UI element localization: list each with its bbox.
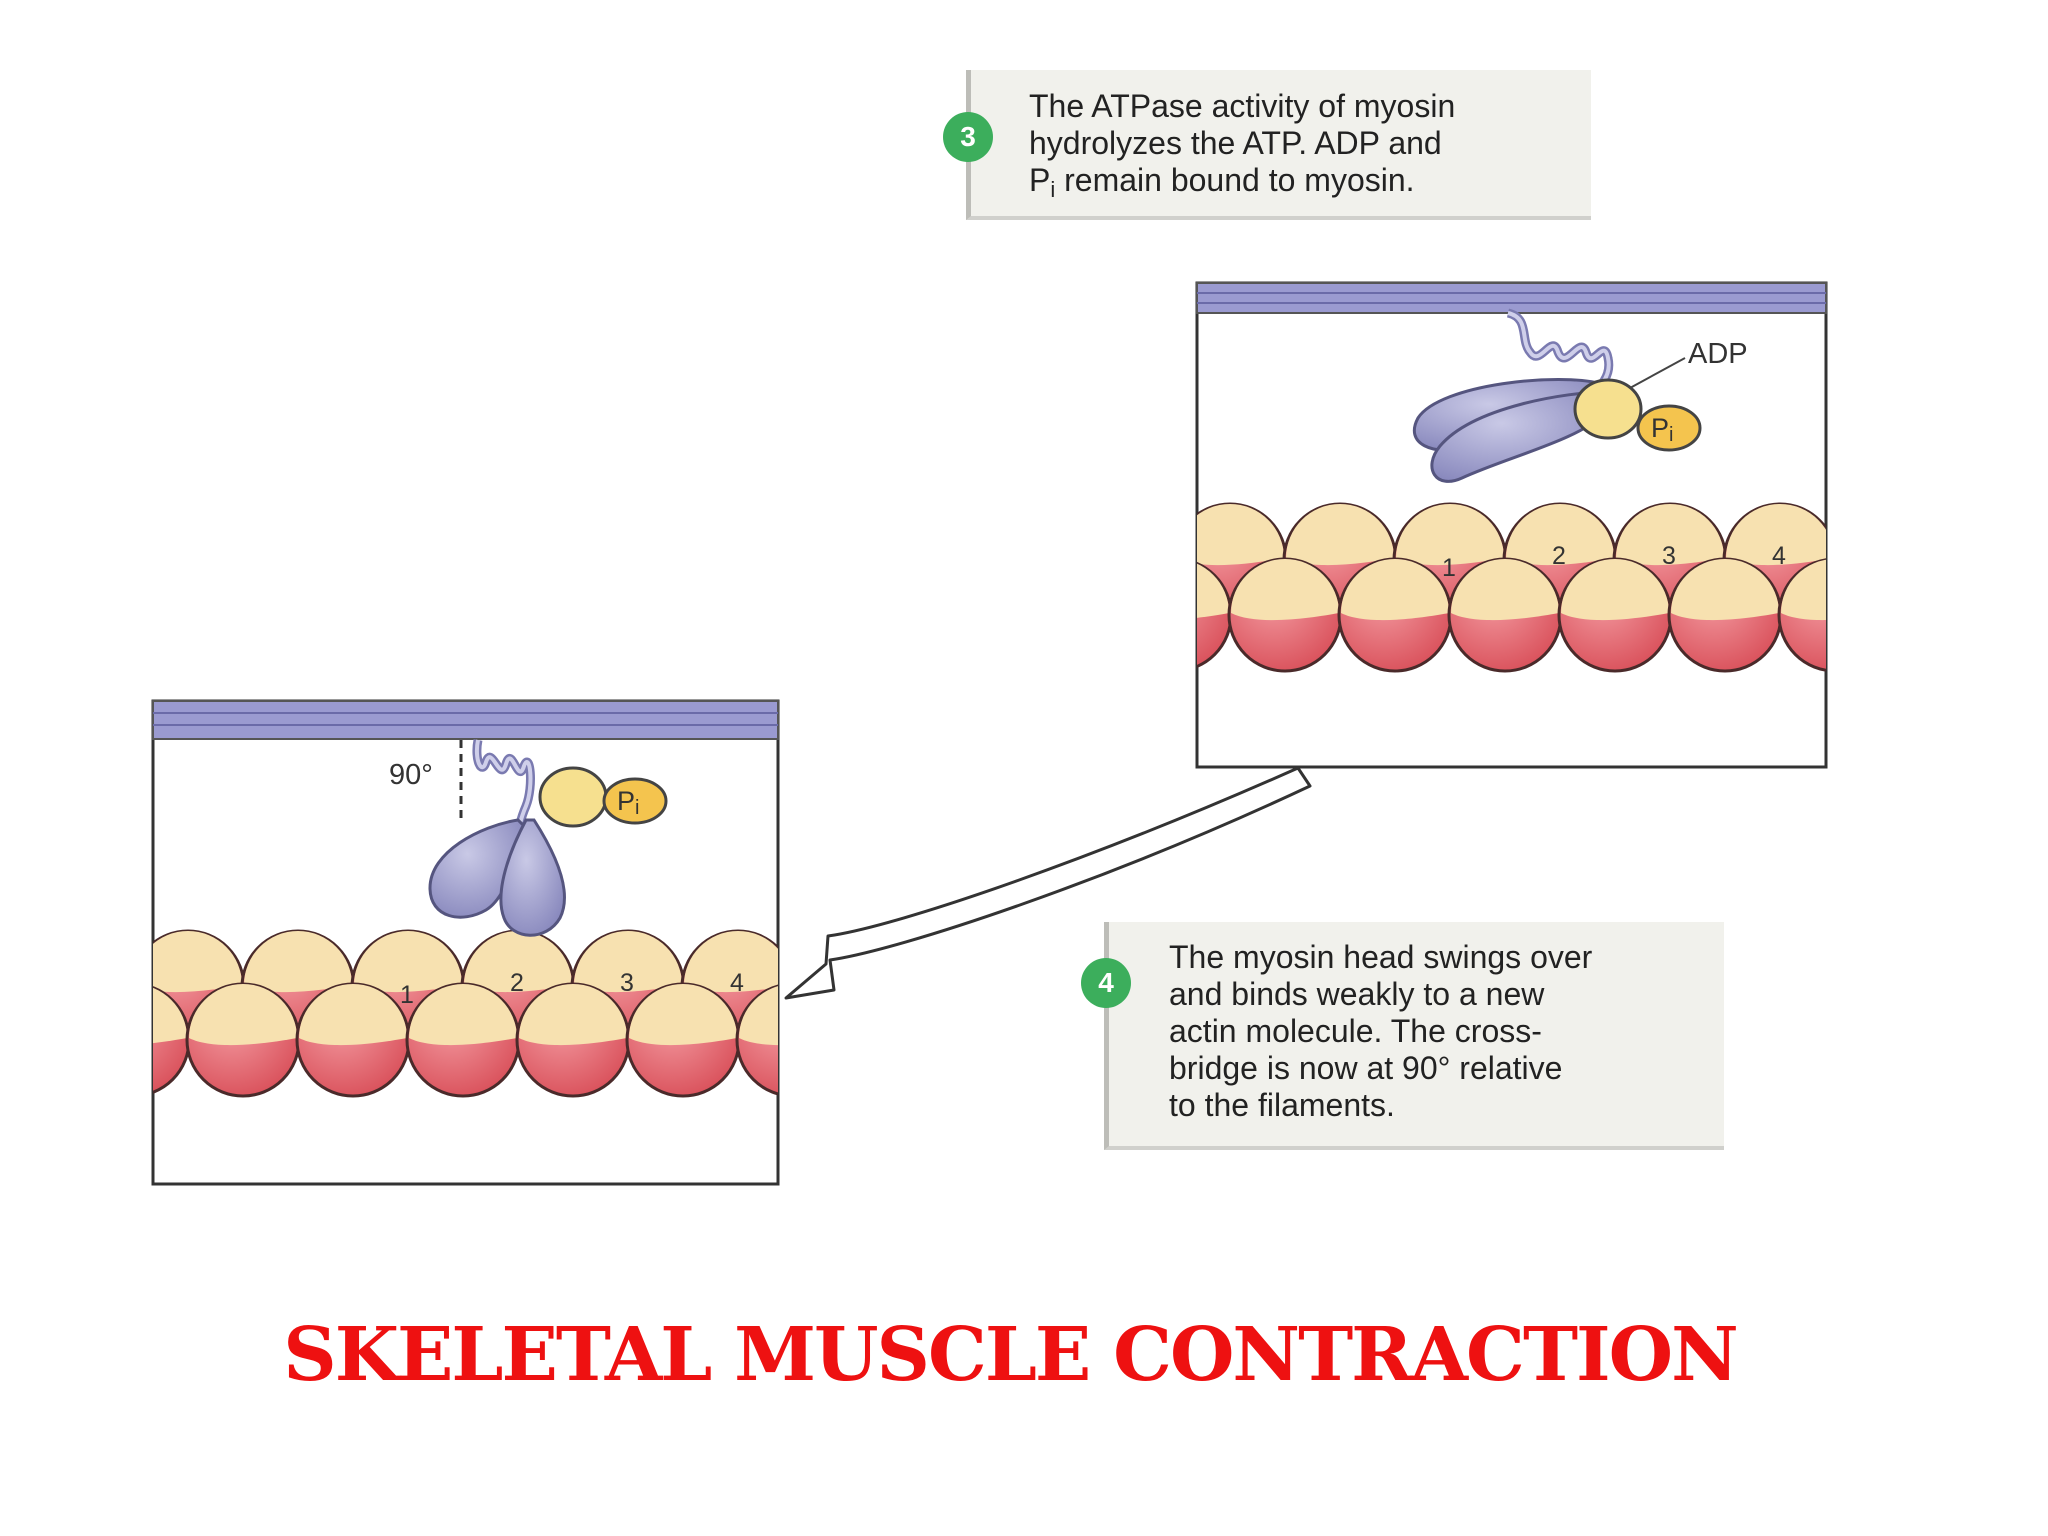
- actin-monomer-front: [625, 982, 741, 1098]
- actin-monomer-front: [185, 982, 301, 1098]
- bottom-panel-frame: [151, 699, 780, 1186]
- actin-monomer-front: [1197, 561, 1233, 669]
- top-pi-label: Pi: [1651, 413, 1673, 446]
- step3-pi-sub: i: [1050, 177, 1056, 202]
- step4-line: The myosin head swings over: [1169, 939, 1593, 975]
- actin-number-label: 2: [1552, 542, 1566, 570]
- top-panel: 1 2 3 4 ADP Pi: [1195, 281, 1946, 769]
- step3-line2: hydrolyzes the ATP. ADP and: [1029, 125, 1442, 161]
- actin-monomer-front: [1227, 557, 1343, 673]
- actin-number-label: 3: [1662, 542, 1676, 570]
- step4-caption-text: The myosin head swings over and binds we…: [1169, 939, 1592, 1124]
- top-adp-leader-line: [1629, 357, 1686, 389]
- bottom-angle-label: 90°: [389, 759, 433, 791]
- actin-monomer-front: [1777, 558, 1826, 672]
- bottom-panel: 1 2 3 4 90° Pi: [151, 699, 780, 1186]
- step3-caption-box: 3 The ATPase activity of myosin hydrolyz…: [943, 70, 1591, 220]
- step3-line3: Pi remain bound to myosin.: [1029, 162, 1455, 208]
- step4-line: to the filaments.: [1169, 1087, 1395, 1123]
- actin-monomer-front: [1667, 557, 1783, 673]
- step3-line1: The ATPase activity of myosin: [1029, 88, 1456, 124]
- actin-monomer-front: [153, 986, 191, 1094]
- bottom-myosin-head: [428, 818, 566, 937]
- actin-monomer-front: [1337, 557, 1453, 673]
- actin-monomer-front: [515, 982, 631, 1098]
- actin-monomer-front: [405, 982, 521, 1098]
- bottom-pi-molecule: [602, 777, 668, 825]
- top-adp-molecule: [1573, 378, 1643, 440]
- step4-number-badge: 4: [1081, 958, 1131, 1008]
- top-myosin-head: [1412, 377, 1608, 483]
- step4-line: and binds weakly to a new: [1169, 976, 1545, 1012]
- transition-arrow: [784, 766, 1312, 1000]
- step3-number-badge: 3: [943, 112, 993, 162]
- page-title: SKELETAL MUSCLE CONTRACTION: [283, 1312, 1738, 1398]
- top-thick-filament: [1196, 282, 1827, 314]
- step4-line: actin molecule. The cross-: [1169, 1013, 1542, 1049]
- step3-caption-text: The ATPase activity of myosin hydrolyzes…: [1029, 88, 1455, 208]
- actin-monomer-front: [1447, 557, 1563, 673]
- bottom-pi-label: Pi: [617, 786, 639, 819]
- actin-number-label: 2: [510, 969, 524, 997]
- actin-monomer-back: [1834, 504, 1946, 616]
- step4-caption-box: 4 The myosin head swings over and binds …: [1081, 922, 1724, 1150]
- actin-number-label: 4: [1772, 542, 1786, 570]
- bottom-adp-molecule: [538, 766, 608, 828]
- actin-number-label: 4: [730, 969, 744, 997]
- actin-number-label: 3: [620, 969, 634, 997]
- bottom-thick-filament: [152, 700, 779, 740]
- step3-pi-main: P: [1029, 162, 1051, 198]
- top-pi-molecule: [1636, 404, 1702, 452]
- actin-monomer-front: [735, 984, 778, 1096]
- actin-monomer-front: [295, 982, 411, 1098]
- actin-number-label: 1: [400, 981, 414, 1009]
- top-actin-filament: 1 2 3 4: [1197, 502, 1946, 673]
- bottom-actin-filament: 1 2 3 4: [153, 929, 778, 1098]
- step4-line: bridge is now at 90° relative: [1169, 1050, 1563, 1086]
- actin-monomer-front: [1557, 557, 1673, 673]
- actin-number-label: 1: [1442, 554, 1456, 582]
- step3-line3-rest: remain bound to myosin.: [1055, 162, 1415, 198]
- top-adp-label: ADP: [1688, 338, 1748, 370]
